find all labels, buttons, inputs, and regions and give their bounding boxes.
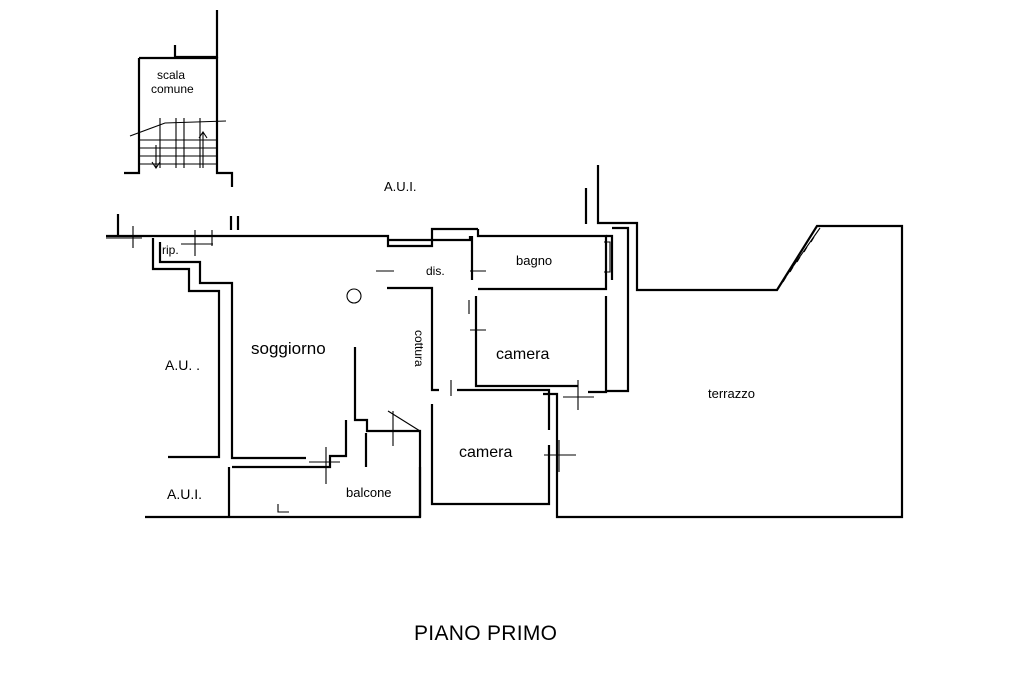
label-balcone: balcone [346,485,392,500]
label-scala: scala [157,68,185,82]
label-soggiorno: soggiorno [251,339,326,358]
label-terrazzo: terrazzo [708,386,755,401]
label-comune: comune [151,82,194,96]
label-aui-left: A.U. . [165,357,200,373]
label-aui-bottom: A.U.I. [167,486,202,502]
exterior-walls [106,165,904,519]
label-cottura: cottura [412,330,426,367]
label-aui-top: A.U.I. [384,179,417,194]
room-labels: scala comune A.U.I. rip. dis. bagno sogg… [151,68,755,502]
label-rip: rip. [162,243,179,257]
label-dis: dis. [426,264,445,278]
common-staircase [124,10,234,187]
door-markers [106,226,594,484]
floor-title: PIANO PRIMO [414,622,557,645]
label-camera-lower: camera [459,444,512,461]
label-camera-upper: camera [496,346,549,363]
label-bagno: bagno [516,253,552,268]
